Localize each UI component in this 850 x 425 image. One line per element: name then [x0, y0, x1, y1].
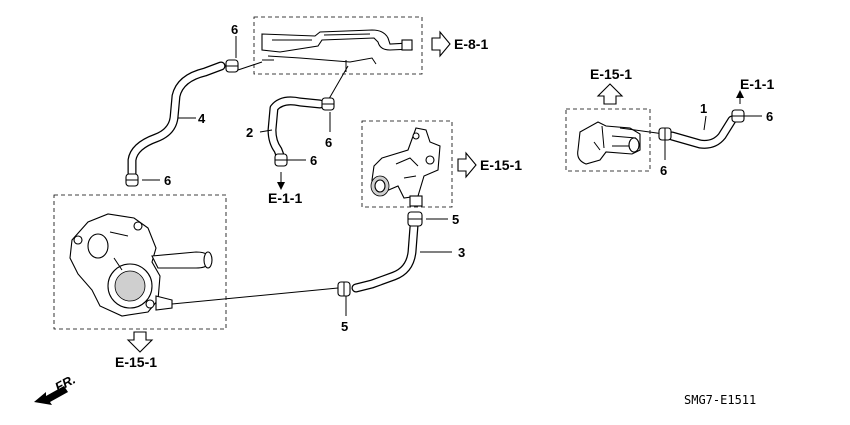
callout-3: 3 [458, 245, 465, 260]
clamp-5-lower [337, 281, 351, 297]
thermostat-housing [370, 127, 441, 207]
water-outlet [577, 121, 665, 165]
ref-arrow-e151-top-right [596, 83, 624, 105]
callout-6-right: 6 [766, 109, 773, 124]
arrow-e11-right [736, 90, 744, 98]
callout-6-hose4: 6 [164, 173, 171, 188]
thermostat-housing-group-box [361, 120, 453, 208]
clamp-6-top [225, 59, 239, 73]
water-outlet-group-box [565, 108, 651, 172]
callout-6-top: 6 [231, 22, 238, 37]
diagram-code: SMG7-E1511 [684, 393, 756, 407]
front-arrow [34, 386, 68, 405]
ref-e11-left: E-1-1 [268, 190, 302, 206]
ref-e11-right: E-1-1 [740, 76, 774, 92]
ref-arrow-e81 [431, 30, 451, 58]
callout-1: 1 [700, 101, 707, 116]
ref-arrow-e151-bottom [126, 331, 154, 353]
ref-e81: E-8-1 [454, 36, 488, 52]
clamp-6-right [731, 109, 745, 123]
throttle-body-group-box [53, 194, 227, 330]
ref-arrow-e151-mid [457, 151, 477, 179]
arrow-e11-left [277, 182, 285, 190]
callout-6-hose2: 6 [310, 153, 317, 168]
bypass-pipe-group-box [253, 16, 423, 75]
clamp-6-hose2 [274, 153, 288, 167]
callout-4: 4 [198, 111, 206, 126]
callout-5-lower: 5 [341, 319, 348, 334]
leader-lines [142, 36, 762, 316]
bypass-pipe [261, 29, 413, 72]
throttle-body [69, 213, 213, 317]
clamp-5-upper [407, 211, 423, 227]
ref-e151-bottom: E-15-1 [115, 354, 157, 370]
callout-6-pipe: 6 [325, 135, 332, 150]
clamp-6-outlet [658, 127, 672, 141]
callout-6-outlet: 6 [660, 163, 667, 178]
clamp-6-pipe [321, 97, 335, 111]
clamp-6-hose4 [125, 173, 139, 187]
callout-5-upper: 5 [452, 212, 459, 227]
ref-e151-mid: E-15-1 [480, 157, 522, 173]
callout-2: 2 [246, 125, 253, 140]
ref-e151-top-right: E-15-1 [590, 66, 632, 82]
